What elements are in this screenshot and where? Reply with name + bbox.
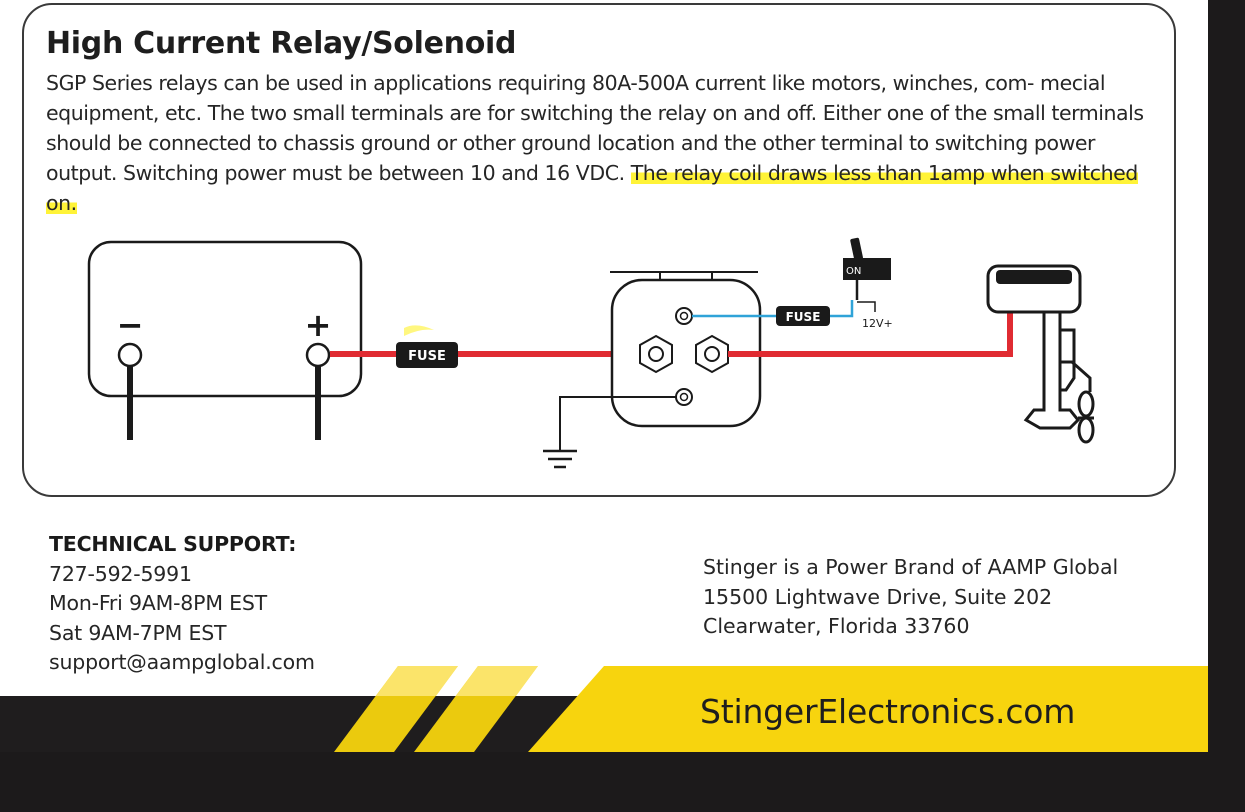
switch-fuse-body — [776, 306, 830, 326]
relay-input-terminal-core — [648, 346, 664, 362]
switch-fuse-label: FUSE — [786, 310, 821, 324]
battery: − + — [87, 240, 363, 440]
motor-skeg — [1060, 360, 1092, 392]
address-line-2: 15500 Lightwave Drive, Suite 202 — [703, 584, 1053, 609]
battery-positive-terminal — [305, 342, 331, 368]
main-fuse-body — [396, 342, 458, 368]
website-link[interactable]: StingerElectronics.com — [700, 692, 1076, 731]
support-heading: TECHNICAL SUPPORT: — [49, 532, 297, 556]
support-email[interactable]: support@aampglobal.com — [49, 650, 315, 674]
support-hours-saturday: Sat 9AM-7PM EST — [49, 620, 227, 645]
relay-input-terminal — [639, 334, 673, 374]
battery-negative-sign: − — [117, 306, 144, 344]
page-title: High Current Relay/Solenoid — [46, 26, 517, 61]
battery-negative-terminal — [117, 342, 143, 368]
support-hours-weekday: Mon-Fri 9AM-8PM EST — [49, 591, 268, 615]
footer-stripe-2-fade — [456, 666, 538, 696]
switch-lever — [850, 237, 863, 261]
address-line-1: Stinger is a Power Brand of AAMP Global — [703, 555, 1119, 579]
address-line-3: Clearwater, Florida 33760 — [703, 614, 970, 638]
footer-yellow-panel — [528, 666, 1208, 752]
switch-wire — [692, 300, 854, 318]
relay-switch-terminal — [675, 307, 693, 325]
switch-fuse: FUSE — [776, 306, 830, 326]
switch-on-label: ON — [846, 266, 861, 277]
relay-output-terminal — [695, 334, 729, 374]
wiring-diagram: − + FUSE — [87, 237, 1095, 469]
switch-body — [843, 258, 891, 280]
spec-sheet: High Current Relay/Solenoid SGP Series r… — [0, 0, 1208, 752]
motor-propeller-lower — [1077, 416, 1095, 444]
diagram-card — [22, 3, 1176, 497]
battery-positive-sign: + — [305, 306, 332, 344]
relay-output-terminal-core — [704, 346, 720, 362]
switch-power-lead — [857, 301, 876, 312]
technical-support: TECHNICAL SUPPORT: 727-592-5991 Mon-Fri … — [49, 530, 469, 678]
toggle-switch: ON 12V+ — [843, 237, 893, 330]
motor-propeller-upper — [1077, 390, 1095, 418]
motor-cowling-top — [996, 270, 1072, 284]
description-text: SGP Series relays can be used in applica… — [46, 71, 1144, 185]
main-fuse: FUSE — [396, 342, 458, 368]
highlight-smudge — [404, 325, 434, 336]
description-paragraph: SGP Series relays can be used in applica… — [46, 68, 1171, 218]
main-fuse-label: FUSE — [408, 349, 446, 364]
footer-stripe-1-fade — [376, 666, 458, 696]
footer-band — [0, 666, 1208, 752]
switch-power-label: 12V+ — [862, 317, 893, 330]
ground-wire — [559, 396, 676, 450]
company-address: Stinger is a Power Brand of AAMP Global … — [703, 553, 1163, 642]
relay-ground-terminal — [675, 388, 693, 406]
outboard-motor-icon — [986, 264, 1095, 444]
support-phone[interactable]: 727-592-5991 — [49, 561, 192, 586]
motor-shaft — [1023, 310, 1081, 430]
ground-symbol — [543, 449, 577, 469]
relay-ground-terminal-core — [679, 392, 689, 402]
power-wire-motor — [728, 313, 1013, 357]
relay-switch-terminal-core — [679, 311, 689, 321]
battery-case — [87, 240, 363, 398]
motor-clamp — [1060, 328, 1076, 392]
